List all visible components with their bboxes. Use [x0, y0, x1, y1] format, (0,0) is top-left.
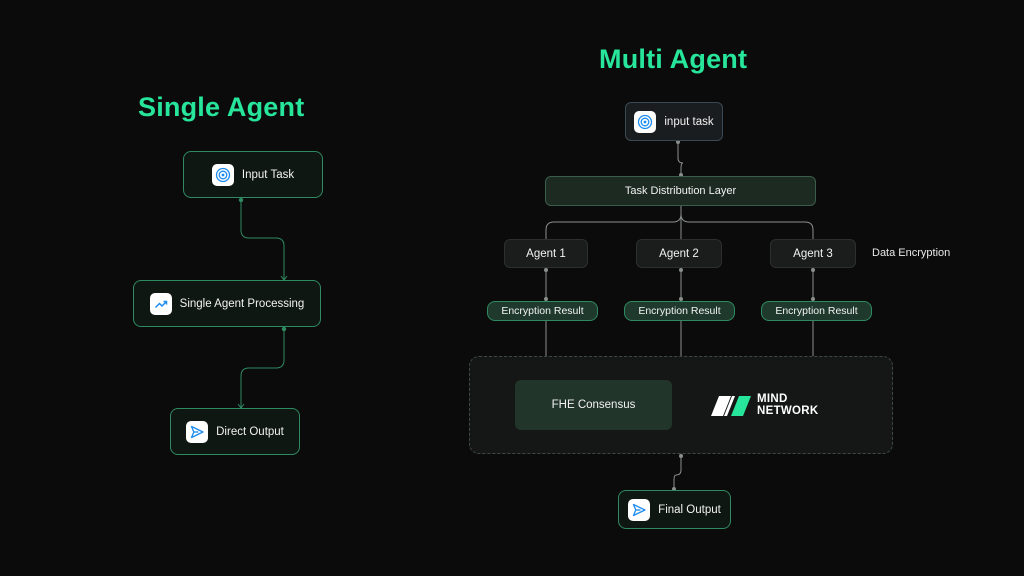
mind-network-logo-mark — [711, 396, 751, 416]
target-icon — [211, 163, 234, 186]
connector-consensus-to-final — [673, 454, 682, 490]
connector-input-to-processing — [240, 198, 285, 280]
encryption-result-3-node[interactable]: Encryption Result — [761, 301, 872, 321]
agent-1-node[interactable]: Agent 1 — [504, 239, 588, 268]
logo-line-2: NETWORK — [757, 405, 819, 417]
agent-1-label: Agent 1 — [526, 247, 566, 260]
agent-2-label: Agent 2 — [659, 247, 699, 260]
agent-3-node[interactable]: Agent 3 — [770, 239, 856, 268]
encryption-result-1-node[interactable]: Encryption Result — [487, 301, 598, 321]
mind-network-wordmark: MIND NETWORK — [757, 393, 819, 417]
encryption-result-3-label: Encryption Result — [775, 305, 858, 317]
connector-processing-to-output — [240, 327, 285, 408]
logo-line-1: MIND — [757, 393, 788, 405]
single-agent-processing-label: Single Agent Processing — [179, 297, 305, 310]
target-icon — [634, 110, 657, 133]
single-direct-output-label: Direct Output — [216, 425, 284, 438]
multi-input-task-label: input task — [664, 115, 714, 128]
task-distribution-layer-node[interactable]: Task Distribution Layer — [545, 176, 816, 206]
connector-dot — [238, 197, 244, 203]
mind-network-logo: MIND NETWORK — [711, 393, 819, 417]
send-icon — [628, 498, 651, 521]
connector-input-to-layer — [677, 141, 684, 176]
agent-3-label: Agent 3 — [793, 247, 833, 260]
send-icon — [186, 420, 209, 443]
encryption-result-2-node[interactable]: Encryption Result — [624, 301, 735, 321]
single-input-task-label: Input Task — [241, 168, 295, 181]
single-agent-title: Single Agent — [138, 92, 305, 122]
connector-layer-to-agent-3 — [680, 206, 814, 239]
encryption-result-2-label: Encryption Result — [638, 305, 721, 317]
encryption-result-1-label: Encryption Result — [501, 305, 584, 317]
agent-2-node[interactable]: Agent 2 — [636, 239, 722, 268]
fhe-consensus-node[interactable]: FHE Consensus — [515, 380, 672, 430]
trending-up-icon — [149, 292, 172, 315]
final-output-label: Final Output — [658, 503, 721, 516]
single-input-task-node[interactable]: Input Task — [183, 151, 323, 198]
connector-layer-to-agent-1 — [545, 206, 682, 239]
connector-dot — [679, 454, 683, 458]
task-distribution-layer-label: Task Distribution Layer — [624, 185, 737, 197]
connector-dot — [281, 326, 287, 332]
single-direct-output-node[interactable]: Direct Output — [170, 408, 300, 455]
final-output-node[interactable]: Final Output — [618, 490, 731, 529]
fhe-consensus-label: FHE Consensus — [551, 399, 636, 411]
single-agent-processing-node[interactable]: Single Agent Processing — [133, 280, 321, 327]
multi-input-task-node[interactable]: input task — [625, 102, 723, 141]
data-encryption-note: Data Encryption — [872, 247, 951, 259]
multi-agent-title: Multi Agent — [599, 44, 748, 74]
